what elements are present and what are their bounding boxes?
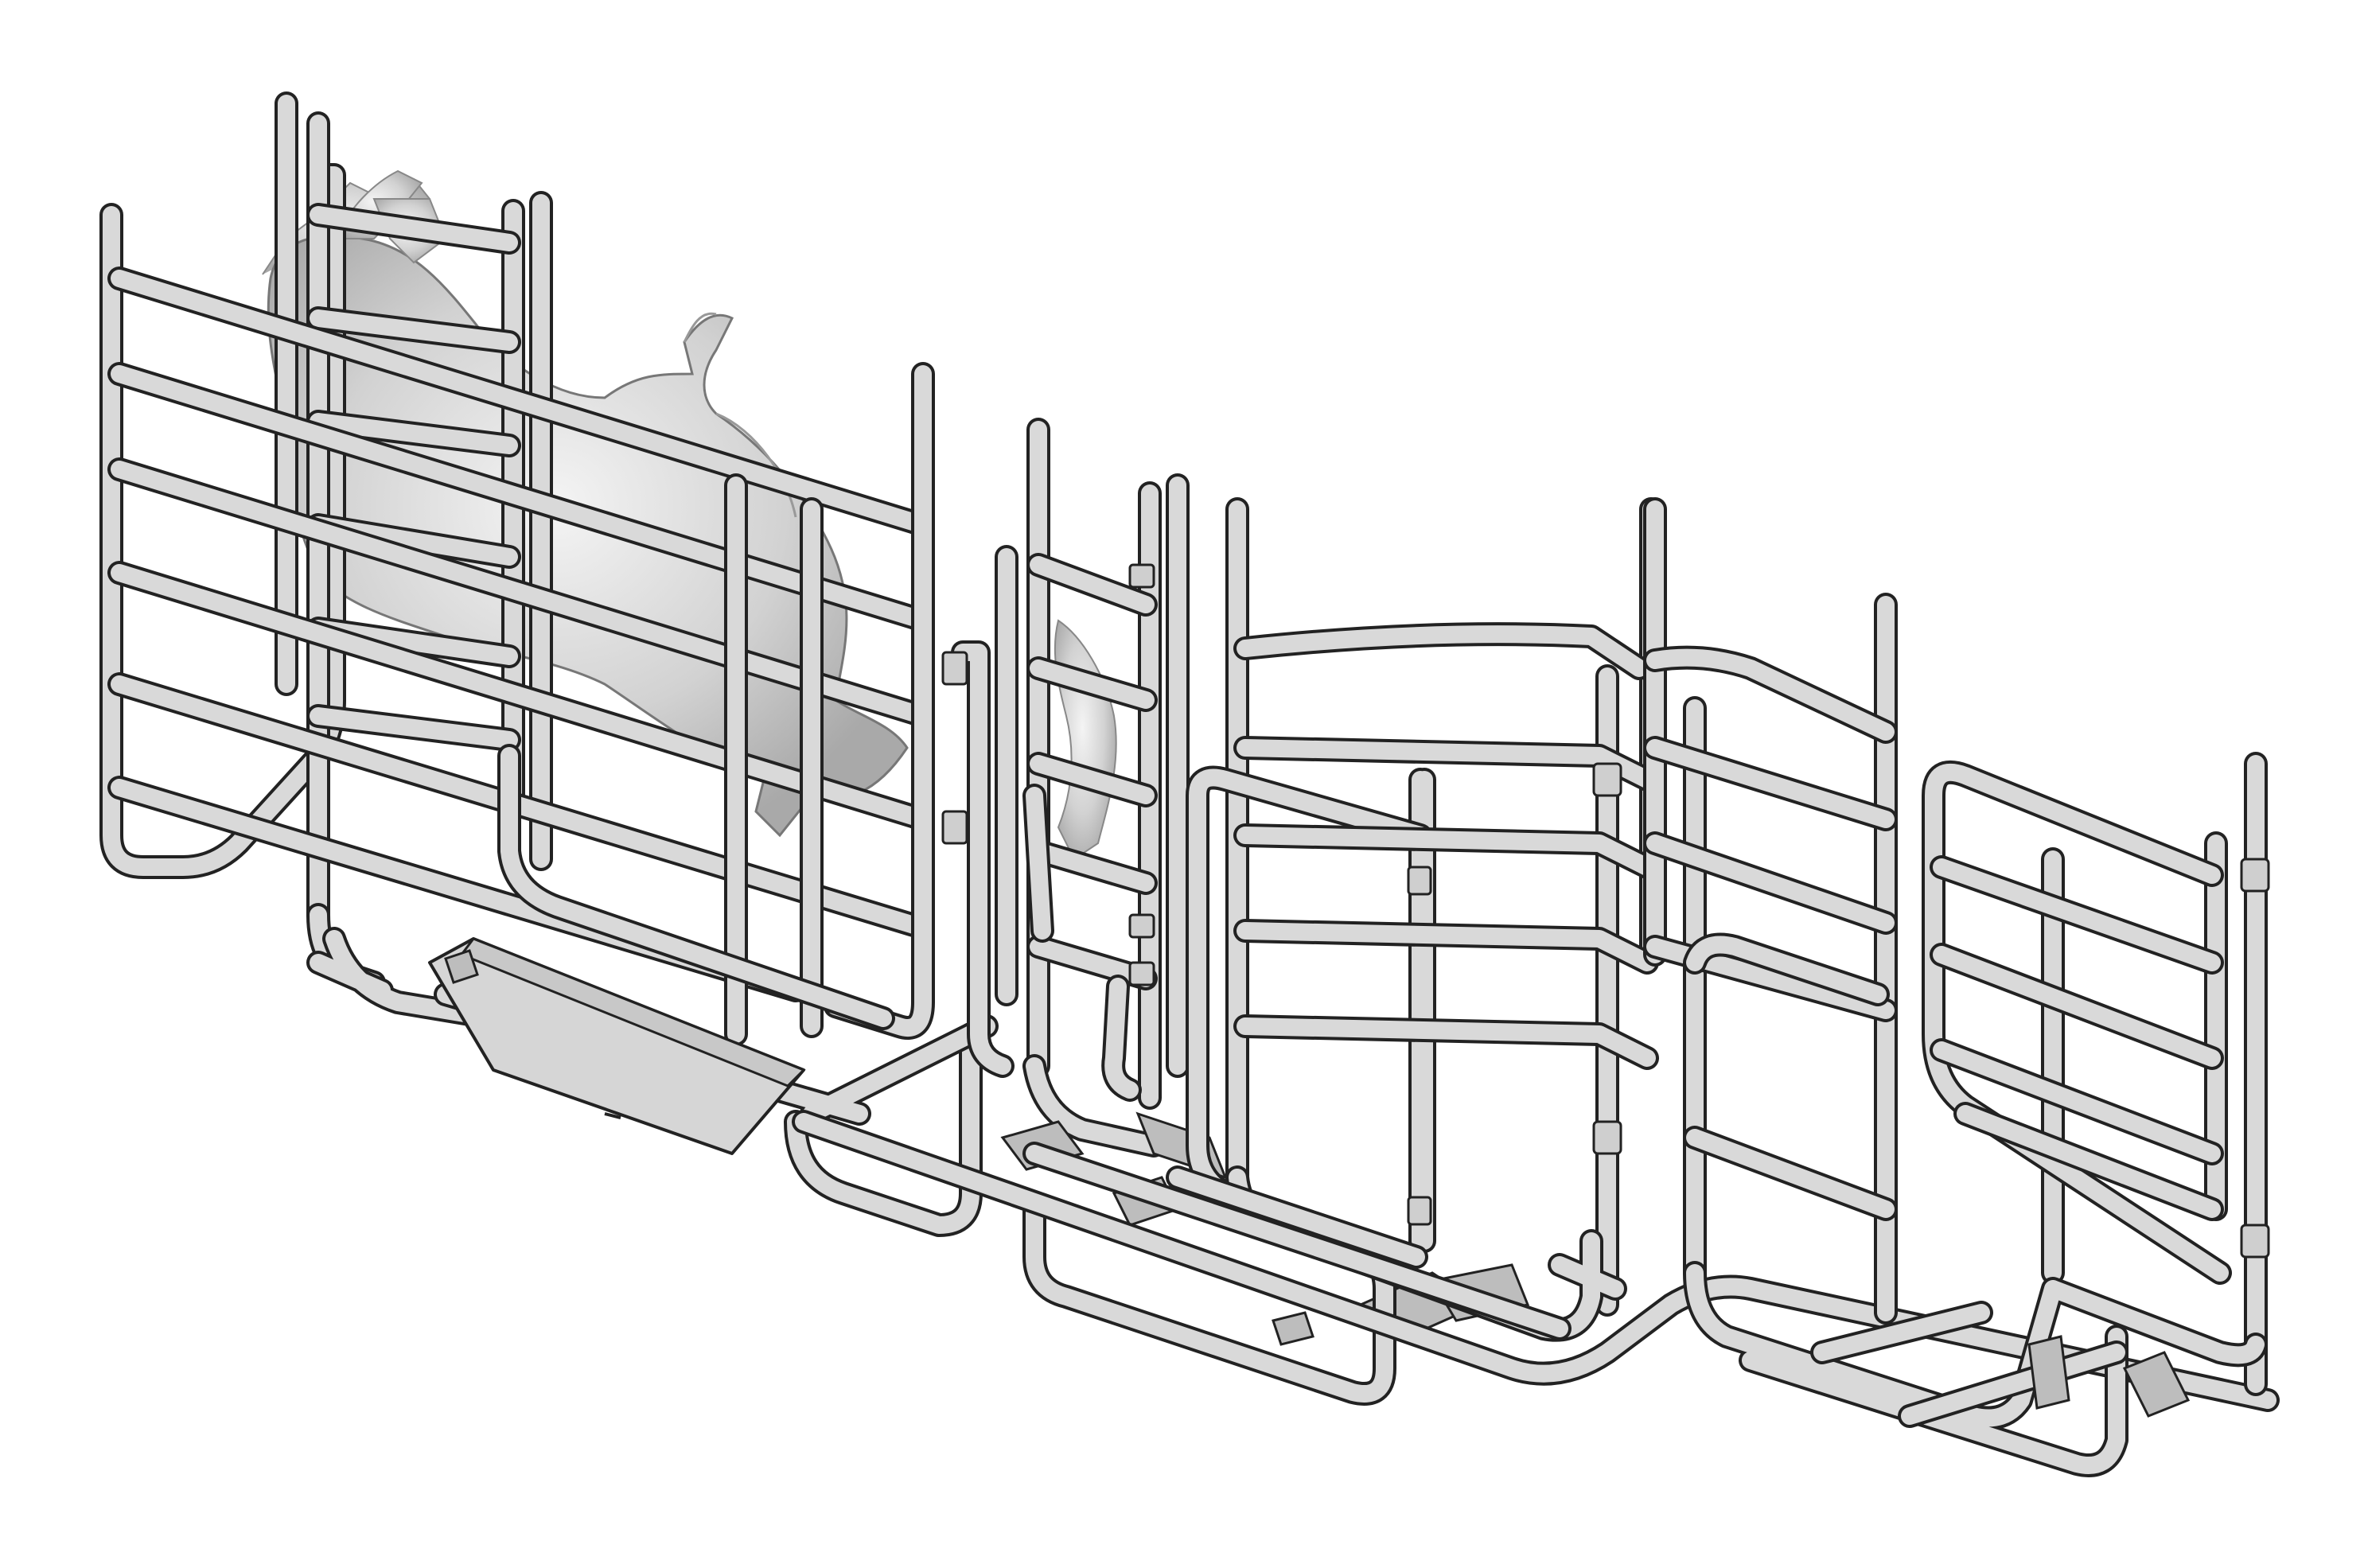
sliding-gate <box>941 418 1530 1338</box>
right-pen <box>1643 497 2270 1477</box>
middle-pen <box>792 497 2280 1412</box>
left-pen <box>99 91 999 1237</box>
feed-trough <box>428 937 806 1155</box>
